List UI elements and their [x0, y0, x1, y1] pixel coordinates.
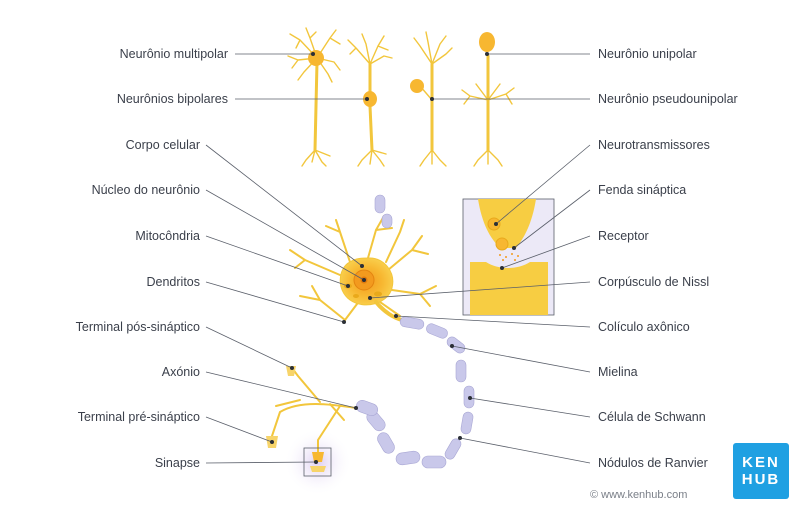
multipolar-neuron-illustration	[287, 27, 341, 167]
label-cell-body: Corpo celular	[126, 138, 200, 152]
logo-line-1: KEN	[742, 454, 780, 471]
dendrite-long-to-myelin	[385, 219, 405, 263]
main-neuron-dendrites	[289, 215, 437, 321]
kenhub-logo[interactable]: KEN HUB	[733, 443, 789, 499]
label-pseudounipolar: Neurônio pseudounipolar	[598, 92, 738, 106]
label-nodes-of-ranvier: Nódulos de Ranvier	[598, 456, 708, 470]
label-mitochondria: Mitocôndria	[135, 229, 200, 243]
label-synapse: Sinapse	[155, 456, 200, 470]
label-axon: Axónio	[162, 365, 200, 379]
label-dendrites: Dendritos	[147, 275, 201, 289]
label-presynaptic-terminal: Terminal pré-sináptico	[78, 410, 200, 424]
synapse-inset	[462, 198, 555, 316]
label-nucleus: Núcleo do neurônio	[92, 183, 200, 197]
label-postsynaptic-terminal: Terminal pós-sináptico	[76, 320, 200, 334]
label-neurotransmitters: Neurotransmissores	[598, 138, 710, 152]
label-myelin: Mielina	[598, 365, 638, 379]
myelin-sheath	[356, 316, 475, 469]
left-labels: Neurônio multipolar Neurônios bipolares …	[76, 47, 228, 470]
logo-line-2: HUB	[741, 471, 781, 488]
bipolar-neuron-illustration	[347, 33, 393, 167]
axon-hillock-and-axon	[374, 300, 404, 322]
label-synaptic-cleft: Fenda sináptica	[598, 183, 686, 197]
copyright-text: © www.kenhub.com	[590, 489, 688, 501]
label-unipolar: Neurônio unipolar	[598, 47, 697, 61]
right-labels: Neurônio unipolar Neurônio pseudounipola…	[598, 47, 738, 470]
label-schwann-cell: Célula de Schwann	[598, 410, 706, 424]
label-axon-hillock: Colículo axônico	[598, 320, 690, 334]
label-nissl-body: Corpúsculo de Nissl	[598, 275, 709, 289]
label-bipolar: Neurônios bipolares	[117, 92, 228, 106]
leader-lines	[205, 52, 591, 464]
myelin-upper-segments	[374, 194, 393, 229]
cell-body	[339, 257, 394, 306]
label-multipolar: Neurônio multipolar	[120, 47, 228, 61]
label-receptor: Receptor	[598, 229, 649, 243]
multipolar-neuron-2-illustration	[410, 31, 453, 167]
